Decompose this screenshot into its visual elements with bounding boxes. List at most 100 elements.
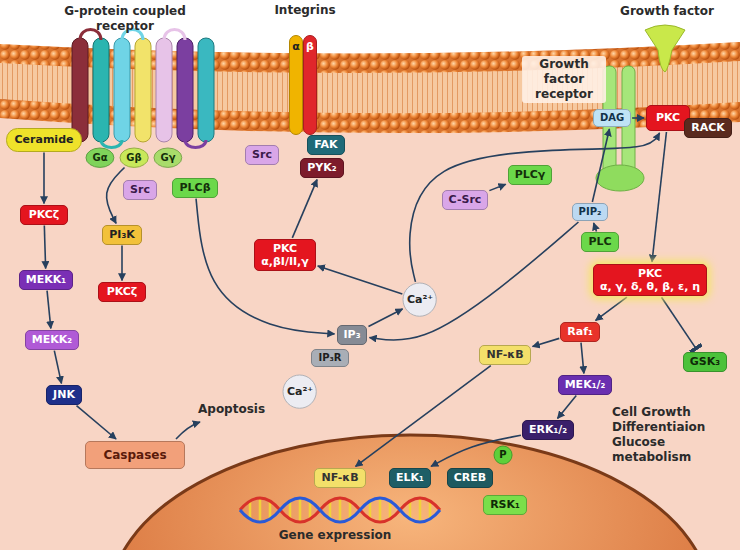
node-text: GSK₃ (690, 355, 720, 368)
annotation-label: Apoptosis (198, 402, 288, 417)
helix (93, 38, 109, 142)
signal-arrow (581, 343, 584, 374)
node-outline-shape (86, 148, 114, 167)
node-text: Ceramide (15, 133, 74, 146)
molecule-circle: P (493, 445, 513, 465)
signal-arrow (489, 184, 505, 190)
signal-arrow (368, 309, 402, 327)
node-text: MEKK₂ (32, 333, 72, 346)
node-text: MEKK₁ (26, 273, 66, 286)
subunit-oval: Gβ (119, 147, 149, 168)
protein-box: JNK (46, 385, 82, 404)
node-text: FAK (314, 138, 337, 151)
annotation-label: Gene expression (250, 528, 420, 543)
signal-arrow (652, 132, 666, 262)
signal-arrow (196, 199, 334, 334)
node-text: DAG (600, 112, 624, 124)
helix (72, 38, 88, 142)
molecule-circle: Ca²⁺ (282, 374, 317, 409)
annotation-label: Growth factor receptor (522, 56, 606, 103)
protein-box: PKCα,βI/II,γ (254, 239, 316, 271)
protein-box: PLCγ (508, 165, 553, 184)
signal-arrow (431, 435, 521, 466)
protein-box: DAG (593, 109, 631, 127)
signal-arrow (592, 129, 609, 202)
signal-arrow (356, 366, 491, 467)
node-text: NF-κB (486, 348, 523, 361)
node-text: IP₃R (318, 352, 341, 364)
node-text: PKCζ (29, 208, 60, 221)
node-text: PYK₂ (307, 161, 336, 174)
inhibition-line (662, 297, 696, 348)
signal-arrow (369, 222, 578, 340)
lipid-blob: Ceramide (6, 128, 83, 151)
node-text: Ca²⁺ (407, 293, 433, 306)
integrin-subunit: α (289, 35, 303, 135)
node-outline-shape (403, 283, 436, 316)
signal-arrow (54, 351, 61, 384)
dna-rungs (250, 498, 430, 522)
dna-strand (240, 498, 440, 522)
node-text: Ca²⁺ (287, 385, 313, 398)
protein-box: PKCα, γ, δ, θ, β, ε, η (593, 264, 707, 296)
node-text: PI₃K (109, 228, 135, 241)
growth-factor-ligand (645, 25, 685, 72)
subunit-oval: Gα (85, 147, 115, 168)
signal-arrow (121, 246, 123, 281)
node-text: Gα (92, 152, 107, 164)
signal-arrow (632, 117, 644, 119)
signal-arrow (596, 297, 627, 320)
helix (198, 38, 214, 142)
protein-box: PLCβ (172, 178, 217, 197)
receptor-kinase (596, 165, 644, 191)
signal-arrow (594, 223, 597, 231)
protein-box: PYK₂ (300, 158, 343, 177)
signal-arrow (107, 167, 125, 223)
protein-box: FAK (307, 135, 344, 154)
signal-arrow (47, 291, 51, 329)
protein-box: NF-κB (479, 345, 530, 364)
annotation-label: Cell Growth Differentiaion Glucose metab… (612, 405, 734, 465)
dna-strand (240, 498, 440, 522)
integrin-subunit: β (303, 35, 317, 135)
protein-box: CREB (447, 468, 493, 487)
node-text: α (292, 40, 300, 53)
signal-arrow (77, 406, 117, 439)
signal-arrow (533, 338, 560, 346)
node-text: Src (130, 183, 150, 196)
signal-arrow (318, 266, 403, 294)
helix (114, 38, 130, 142)
node-text: Caspases (103, 448, 166, 462)
annotation-label: Integrins (262, 3, 348, 18)
protein-box: MEKK₁ (19, 270, 73, 289)
protein-box: Raf₁ (560, 322, 600, 341)
node-text: α,βI/II,γ (261, 255, 309, 268)
node-text: Gβ (126, 152, 141, 164)
protein-box: GSK₃ (683, 352, 727, 371)
node-text: NF-κB (321, 471, 358, 484)
protein-box: PIP₂ (572, 203, 609, 221)
signal-arrow (43, 153, 45, 204)
protein-box: ERK₁/₂ (522, 420, 574, 439)
node-text: PKCζ (107, 285, 138, 298)
protein-box: Src (123, 180, 157, 199)
node-text: Src (252, 148, 272, 161)
extracellular-space (0, 0, 740, 54)
protein-box: RSK₁ (483, 495, 527, 514)
helix-loop (101, 140, 122, 148)
protein-box: PKCζ (98, 282, 146, 301)
node-outline-shape (154, 148, 182, 167)
node-text: ELK₁ (396, 471, 424, 484)
node-text: RACK (691, 121, 725, 134)
protein-box: PKCζ (20, 205, 68, 224)
protein-box: C-Src (442, 190, 489, 209)
signal-arrow (558, 396, 577, 419)
protein-box: Src (245, 145, 279, 164)
protein-box: IP₃R (311, 349, 348, 367)
helix-loop (164, 30, 185, 41)
node-text: PIP₂ (579, 206, 602, 218)
signal-arrow (44, 226, 45, 269)
helix (177, 38, 193, 142)
protein-box: ELK₁ (389, 468, 431, 487)
